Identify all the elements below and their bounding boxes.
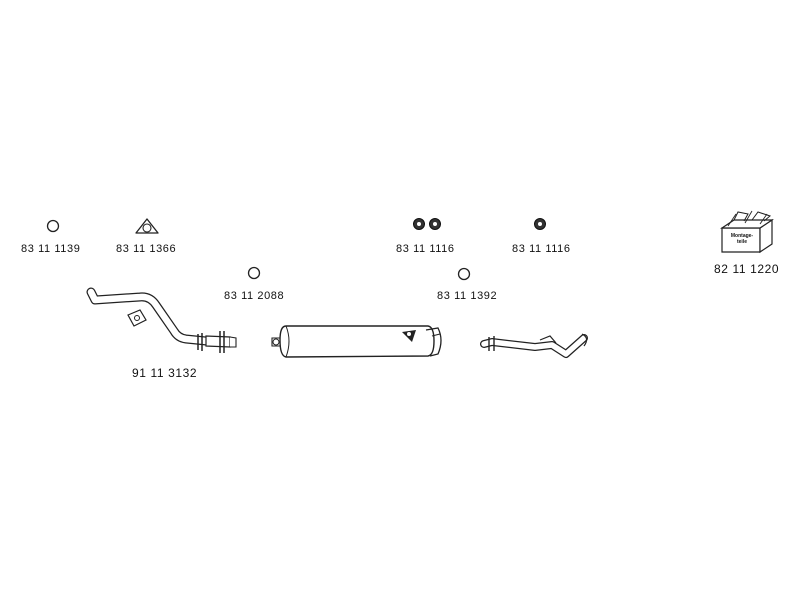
ring-1392-part xyxy=(457,267,471,281)
ring-clamp-1139-part xyxy=(46,219,60,233)
part-number-label: 83 11 1392 xyxy=(437,290,498,302)
part-number-label: 83 11 1139 xyxy=(21,243,81,255)
rubber-mount-pair-part xyxy=(413,218,441,230)
box-text-line: Montage- xyxy=(730,233,754,239)
part-number-label: 83 11 1366 xyxy=(116,243,177,255)
part-number-label: 83 11 2088 xyxy=(224,290,285,302)
part-number-label: 83 11 1116 xyxy=(396,243,455,255)
mounting-kit-box-text: Montage- teile xyxy=(724,233,760,245)
part-number-label: 91 11 3132 xyxy=(132,366,198,380)
mounting-kit-box-part xyxy=(720,210,774,254)
part-number-label: 83 11 1116 xyxy=(512,243,571,255)
muffler-part xyxy=(271,325,442,358)
box-text-line: teile xyxy=(736,239,747,245)
ring-2088-part xyxy=(247,266,261,280)
part-number-label: 82 11 1220 xyxy=(714,262,780,276)
front-pipe-part xyxy=(86,287,237,353)
tail-pipe-part xyxy=(480,333,588,358)
rubber-mount-single-part xyxy=(534,218,546,230)
flange-gasket-part xyxy=(135,218,159,234)
